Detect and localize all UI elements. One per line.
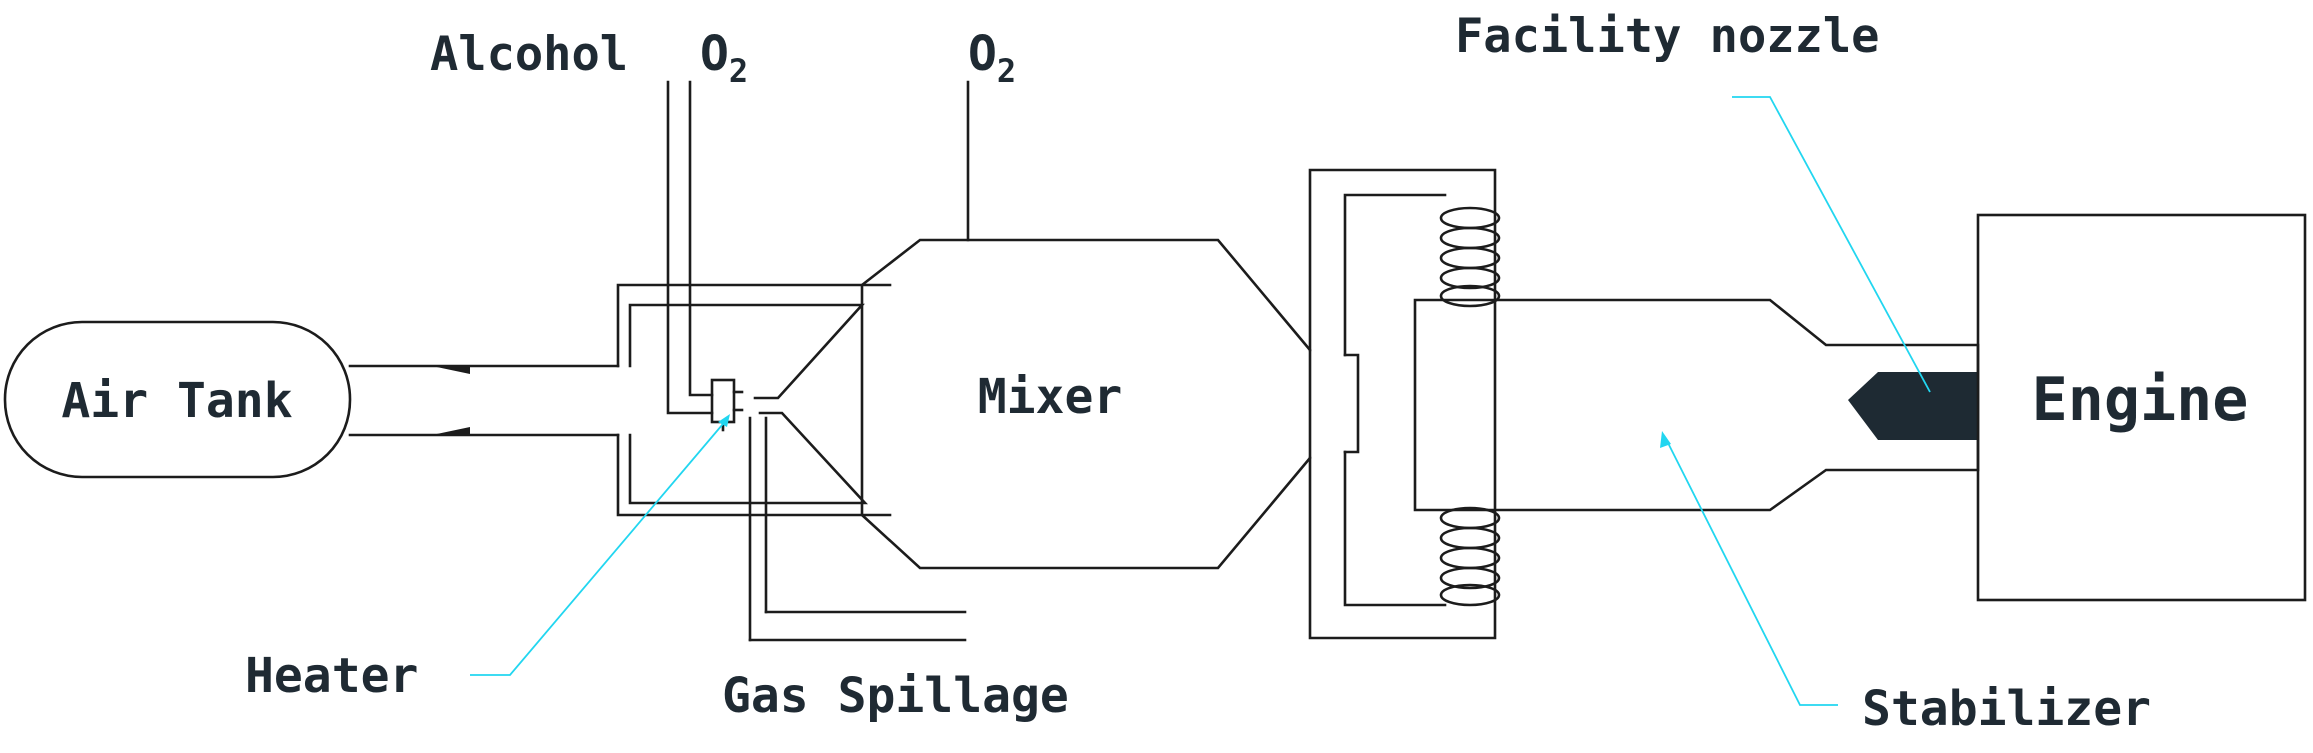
label-o2-inlet-1: O2 (700, 26, 748, 90)
heater (710, 378, 736, 424)
leader-heater (470, 417, 729, 676)
restriction-top-notch (432, 366, 470, 374)
stabilizer-housing-inner-bottom (1343, 450, 1447, 607)
stabilizer-housing-inner (1343, 193, 1447, 357)
stabilizer-housing-outer (1308, 168, 1497, 640)
label-stabilizer: Stabilizer (1862, 681, 2151, 737)
label-heater: Heater (245, 648, 418, 704)
engine-box (1976, 213, 2307, 602)
label-engine: Engine (2032, 365, 2249, 435)
flow-restriction (432, 366, 470, 435)
o2-pipe-1 (688, 80, 714, 397)
leader-facility-nozzle (1732, 96, 1931, 393)
spring-top (1439, 206, 1501, 308)
label-facility-nozzle: Facility nozzle (1455, 9, 1879, 64)
leader-heater-arrowhead (718, 414, 730, 427)
facility-nozzle-arrow (1848, 372, 1978, 440)
air-supply-pipe (348, 364, 620, 437)
outer-casing (616, 283, 892, 368)
inner-cone-bottom (628, 411, 868, 505)
leader-stabilizer-arrowhead (1660, 431, 1671, 448)
stabilizer-stub (1343, 353, 1360, 454)
air-tank (3, 320, 352, 479)
label-mixer: Mixer (978, 369, 1123, 425)
gas-spillage-pipes (748, 416, 967, 642)
restriction-bottom-notch (432, 427, 470, 435)
label-gas-spillage: Gas Spillage (722, 668, 1069, 724)
label-alcohol: Alcohol (430, 27, 628, 82)
outer-casing-bottom (616, 433, 892, 517)
leader-stabilizer (1664, 436, 1838, 706)
label-o2-inlet-2: O2 (968, 26, 1016, 90)
alcohol-pipe (666, 80, 714, 415)
inner-cone-top (628, 303, 865, 400)
spring-bottom (1439, 506, 1501, 607)
label-air-tank: Air Tank (61, 373, 292, 429)
